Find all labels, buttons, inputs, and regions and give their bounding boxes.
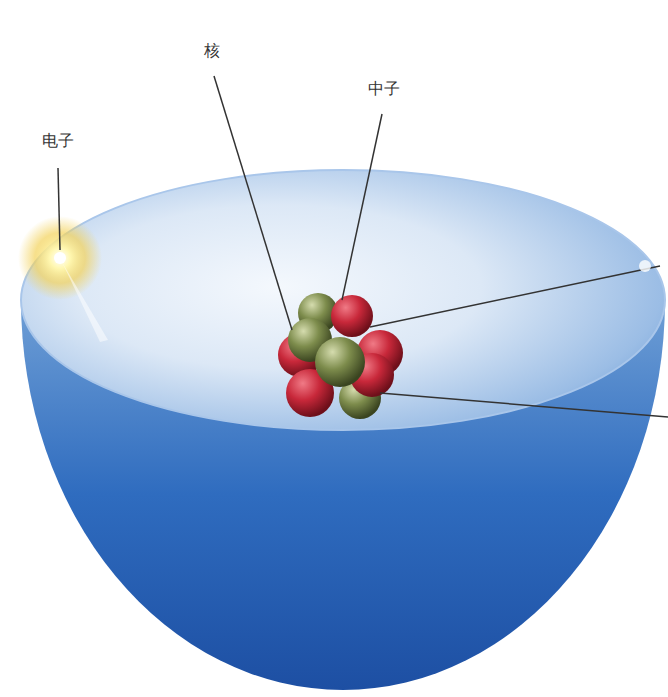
- part-label: 核: [204, 42, 220, 60]
- part-label: 电子: [42, 132, 74, 150]
- part-label: 中子: [368, 80, 400, 98]
